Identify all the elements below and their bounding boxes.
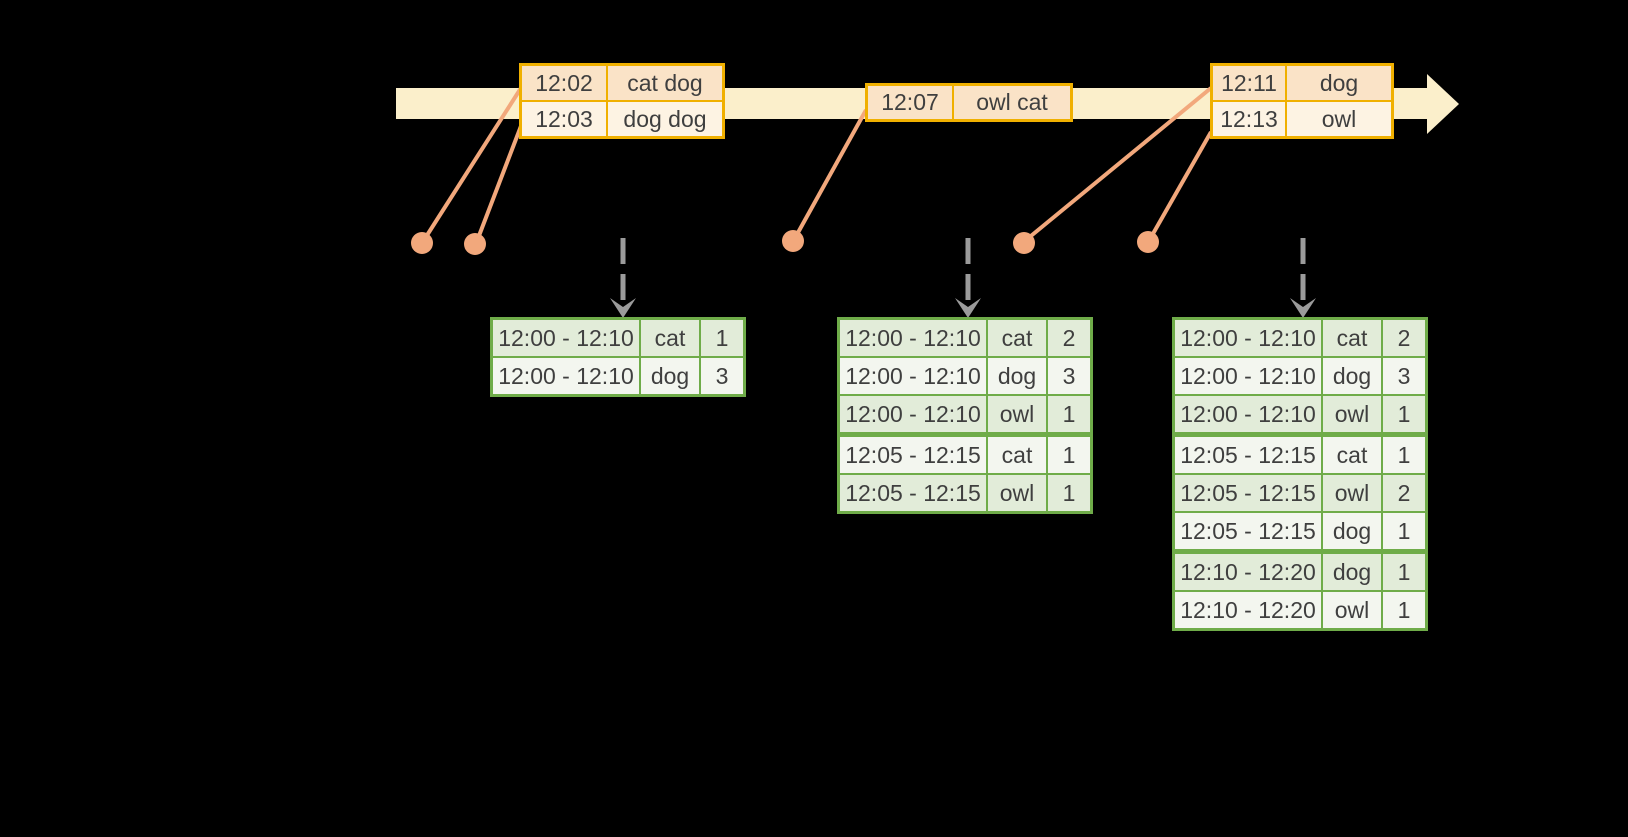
- table-row: 12:10 - 12:20 dog 1: [1175, 554, 1425, 590]
- table-row: 12:00 - 12:10 dog 3: [493, 358, 743, 394]
- count-cell: 3: [1383, 358, 1425, 394]
- timeline-arrowhead-icon: [1427, 74, 1459, 134]
- event-words: dog: [1287, 66, 1391, 100]
- count-cell: 1: [1383, 396, 1425, 432]
- leader-line: [1148, 131, 1213, 240]
- table-row: 12:05 - 12:15 owl 2: [1175, 475, 1425, 511]
- window-cell: 12:00 - 12:10: [493, 320, 639, 356]
- word-cell: owl: [1323, 396, 1381, 432]
- count-cell: 3: [701, 358, 743, 394]
- window-cell: 12:00 - 12:10: [840, 320, 986, 356]
- event-time: 12:13: [1213, 102, 1285, 136]
- event-words: cat dog: [608, 66, 722, 100]
- event-row: 12:13 owl: [1213, 102, 1391, 136]
- word-cell: dog: [1323, 513, 1381, 549]
- count-cell: 2: [1383, 320, 1425, 356]
- table-row: 12:05 - 12:15 owl 1: [840, 475, 1090, 511]
- word-cell: owl: [1323, 475, 1381, 511]
- event-row: 12:11 dog: [1213, 66, 1391, 100]
- event-row: 12:07 owl cat: [868, 86, 1070, 119]
- window-cell: 12:05 - 12:15: [1175, 475, 1321, 511]
- count-cell: 1: [1383, 554, 1425, 590]
- event-time: 12:11: [1213, 66, 1285, 100]
- leader-line: [1024, 86, 1213, 242]
- trigger-arrows: [620, 238, 1306, 300]
- event-words: owl: [1287, 102, 1391, 136]
- leader-line: [475, 125, 523, 242]
- event-time: 12:03: [522, 102, 606, 136]
- count-cell: 3: [1048, 358, 1090, 394]
- window-cell: 12:00 - 12:10: [1175, 320, 1321, 356]
- event-box-2: 12:07 owl cat: [865, 83, 1073, 122]
- event-row: 12:02 cat dog: [522, 66, 722, 100]
- window-cell: 12:00 - 12:10: [840, 358, 986, 394]
- window-cell: 12:10 - 12:20: [1175, 554, 1321, 590]
- table-row: 12:00 - 12:10 dog 3: [840, 358, 1090, 394]
- event-words: owl cat: [954, 86, 1070, 119]
- leader-line: [793, 109, 868, 239]
- table-row: 12:00 - 12:10 cat 2: [1175, 320, 1425, 356]
- count-cell: 1: [1383, 437, 1425, 473]
- count-cell: 1: [701, 320, 743, 356]
- window-cell: 12:05 - 12:15: [1175, 513, 1321, 549]
- word-cell: dog: [1323, 554, 1381, 590]
- result-table-2: 12:00 - 12:10 cat 2 12:00 - 12:10 dog 3 …: [837, 317, 1093, 514]
- result-table-3: 12:00 - 12:10 cat 2 12:00 - 12:10 dog 3 …: [1172, 317, 1428, 631]
- word-cell: dog: [988, 358, 1046, 394]
- count-cell: 1: [1383, 513, 1425, 549]
- event-leader-lines: [422, 86, 1213, 242]
- event-dot: [1137, 231, 1159, 253]
- event-box-3: 12:11 dog 12:13 owl: [1210, 63, 1394, 139]
- window-cell: 12:00 - 12:10: [840, 396, 986, 432]
- arrowhead-icon: [610, 298, 636, 318]
- word-cell: cat: [988, 320, 1046, 356]
- count-cell: 2: [1048, 320, 1090, 356]
- count-cell: 1: [1048, 396, 1090, 432]
- event-row: 12:03 dog dog: [522, 102, 722, 136]
- event-dot: [1013, 232, 1035, 254]
- event-words: dog dog: [608, 102, 722, 136]
- word-cell: owl: [988, 396, 1046, 432]
- word-cell: cat: [641, 320, 699, 356]
- window-cell: 12:00 - 12:10: [493, 358, 639, 394]
- window-cell: 12:00 - 12:10: [1175, 358, 1321, 394]
- trigger-arrowheads: [610, 298, 1316, 318]
- table-row: 12:00 - 12:10 owl 1: [1175, 396, 1425, 432]
- word-cell: dog: [641, 358, 699, 394]
- window-cell: 12:00 - 12:10: [1175, 396, 1321, 432]
- word-cell: cat: [988, 437, 1046, 473]
- table-row: 12:00 - 12:10 cat 1: [493, 320, 743, 356]
- table-row: 12:05 - 12:15 cat 1: [840, 437, 1090, 473]
- count-cell: 1: [1383, 592, 1425, 628]
- word-cell: dog: [1323, 358, 1381, 394]
- event-time: 12:07: [868, 86, 952, 119]
- count-cell: 1: [1048, 475, 1090, 511]
- table-row: 12:00 - 12:10 owl 1: [840, 396, 1090, 432]
- window-cell: 12:05 - 12:15: [840, 475, 986, 511]
- event-time: 12:02: [522, 66, 606, 100]
- word-cell: owl: [988, 475, 1046, 511]
- table-row: 12:05 - 12:15 cat 1: [1175, 437, 1425, 473]
- window-cell: 12:10 - 12:20: [1175, 592, 1321, 628]
- event-dot: [464, 233, 486, 255]
- table-row: 12:10 - 12:20 owl 1: [1175, 592, 1425, 628]
- word-cell: cat: [1323, 437, 1381, 473]
- count-cell: 1: [1048, 437, 1090, 473]
- table-row: 12:00 - 12:10 dog 3: [1175, 358, 1425, 394]
- word-cell: cat: [1323, 320, 1381, 356]
- arrowhead-icon: [1290, 298, 1316, 318]
- table-row: 12:00 - 12:10 cat 2: [840, 320, 1090, 356]
- leader-line: [422, 86, 523, 242]
- word-cell: owl: [1323, 592, 1381, 628]
- result-table-1: 12:00 - 12:10 cat 1 12:00 - 12:10 dog 3: [490, 317, 746, 397]
- arrowhead-icon: [955, 298, 981, 318]
- table-row: 12:05 - 12:15 dog 1: [1175, 513, 1425, 549]
- event-dot: [411, 232, 433, 254]
- window-cell: 12:05 - 12:15: [840, 437, 986, 473]
- event-box-1: 12:02 cat dog 12:03 dog dog: [519, 63, 725, 139]
- event-dot: [782, 230, 804, 252]
- count-cell: 2: [1383, 475, 1425, 511]
- window-cell: 12:05 - 12:15: [1175, 437, 1321, 473]
